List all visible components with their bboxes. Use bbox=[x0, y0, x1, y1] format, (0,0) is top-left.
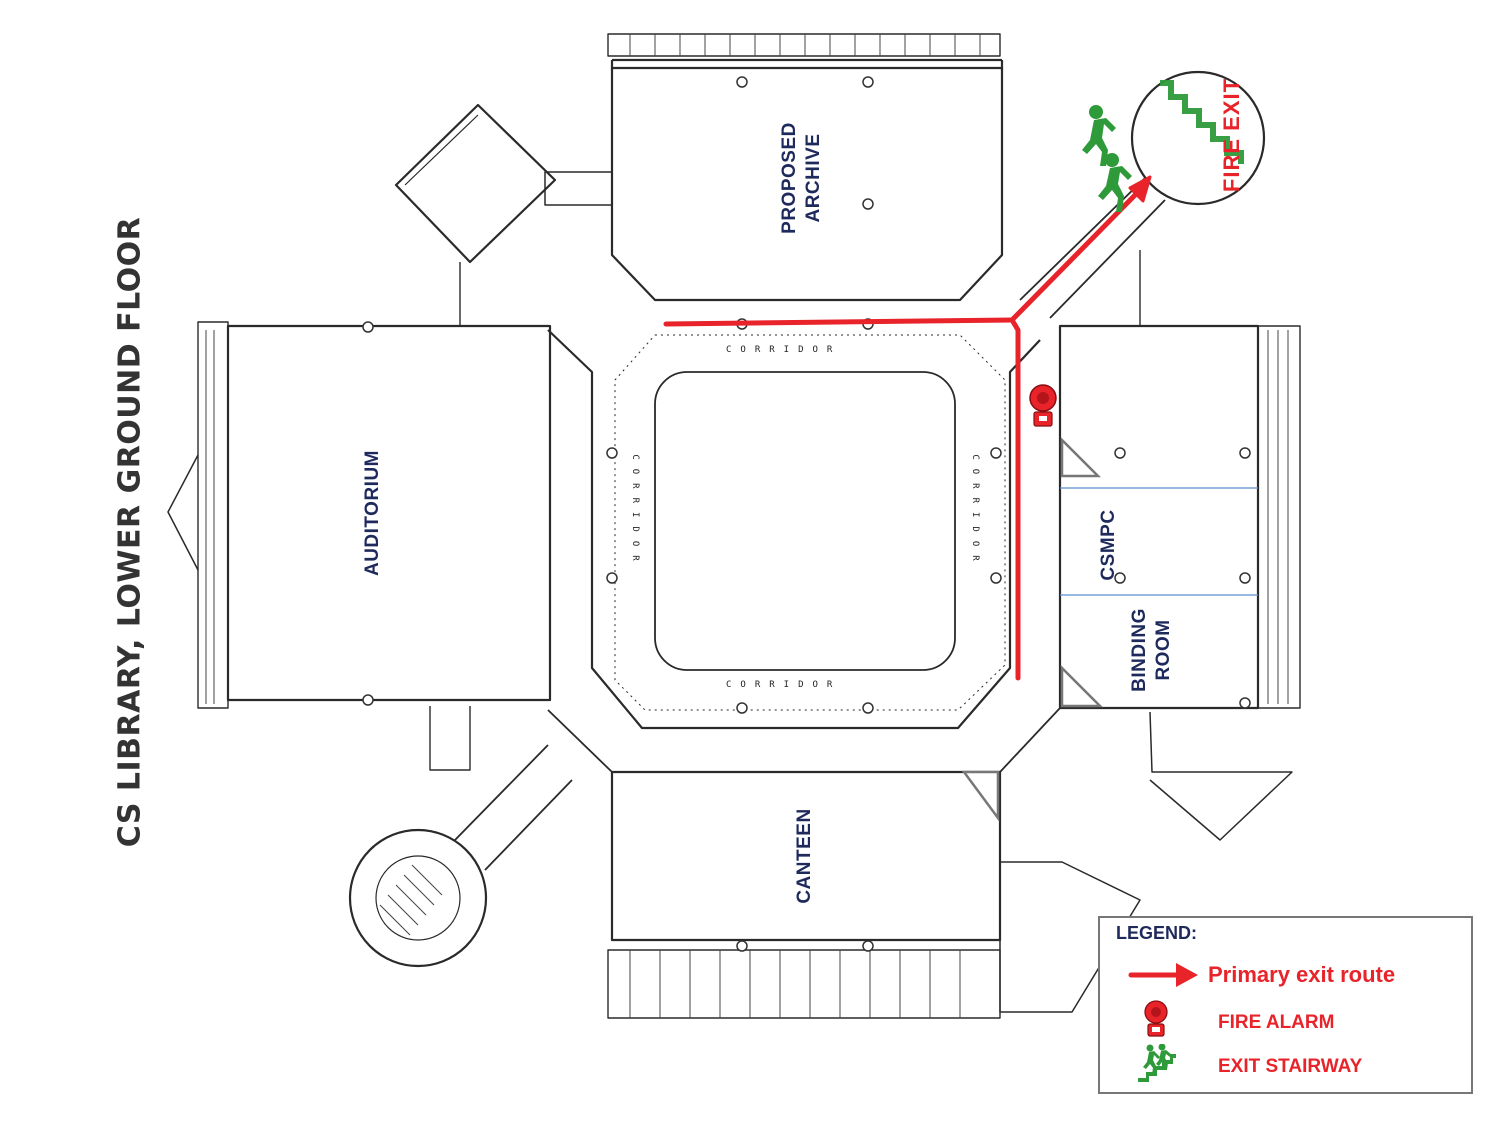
legend-label: FIRE ALARM bbox=[1218, 1012, 1335, 1033]
room-partitions bbox=[1060, 487, 1258, 596]
room-label-text: BINDING ROOM bbox=[1129, 608, 1174, 692]
legend-label: EXIT STAIRWAY bbox=[1218, 1056, 1363, 1077]
room-label-proposed-archive: PROPOSED ARCHIVE bbox=[778, 122, 826, 234]
room-label-csmpc: CSMPC bbox=[1098, 509, 1119, 581]
corridor-label-right: CORRIDOR bbox=[970, 454, 980, 570]
exit-stairway-icon bbox=[1138, 1044, 1176, 1082]
building-walls bbox=[167, 33, 1301, 1019]
railing-ticks bbox=[205, 34, 1289, 1018]
exit-route-arrowhead bbox=[1128, 175, 1152, 203]
room-label-text: PROPOSED ARCHIVE bbox=[779, 122, 824, 234]
fire-exit-label: FIRE EXIT bbox=[1219, 77, 1244, 193]
fire-alarm-icon bbox=[1029, 384, 1057, 427]
map-title: CS LIBRARY, LOWER GROUND FLOOR bbox=[112, 216, 148, 848]
primary-exit-route bbox=[663, 187, 1143, 681]
room-label-canteen: CANTEEN bbox=[794, 808, 815, 904]
room-label-auditorium: AUDITORIUM bbox=[362, 449, 383, 577]
exit-stairway-icon bbox=[1082, 80, 1244, 212]
red-arrow-icon bbox=[1128, 963, 1198, 987]
door-swings bbox=[961, 436, 1104, 822]
legend-item-exit-route: Primary exit route bbox=[1100, 956, 1471, 996]
fire-alarm-icon bbox=[1144, 1000, 1168, 1037]
legend-title: LEGEND: bbox=[1116, 923, 1197, 943]
room-label-binding-room: BINDING ROOM bbox=[1128, 608, 1176, 692]
legend-label: Primary exit route bbox=[1208, 962, 1396, 987]
legend-item-fire-alarm: FIRE ALARM bbox=[1100, 1000, 1471, 1040]
lower-stair-hatch bbox=[379, 864, 443, 936]
corridor-label-bottom: CORRIDOR bbox=[726, 680, 842, 690]
columns bbox=[362, 76, 1251, 952]
legend-box: LEGEND: Primary exit route FIRE ALARM bbox=[1098, 916, 1473, 1094]
legend-item-exit-stairway: EXIT STAIRWAY bbox=[1100, 1044, 1471, 1084]
corridor-label-left: CORRIDOR bbox=[630, 454, 640, 570]
corridor-label-top: CORRIDOR bbox=[726, 345, 842, 355]
